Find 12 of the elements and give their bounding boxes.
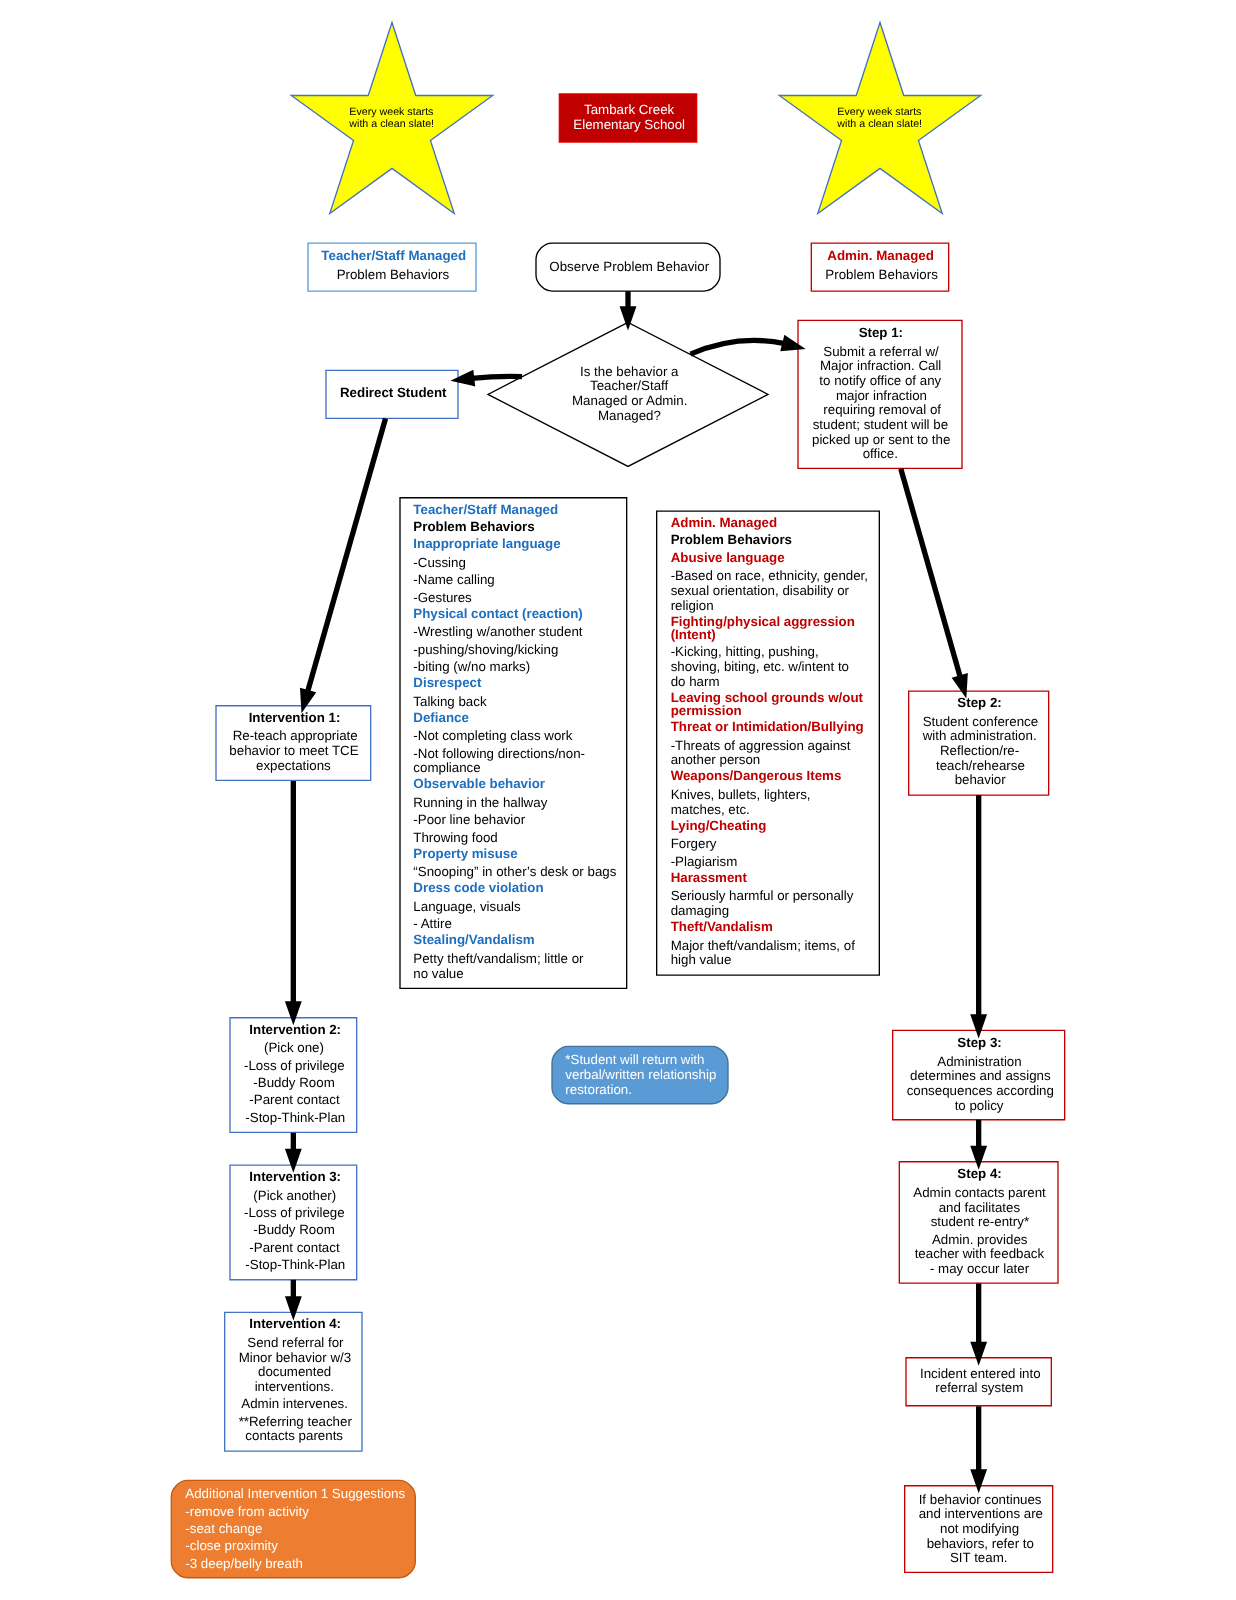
arrow	[284, 1132, 302, 1173]
arrow	[450, 369, 523, 387]
arrow	[970, 1119, 988, 1170]
arrow	[970, 795, 988, 1039]
arrow	[898, 467, 968, 699]
arrow	[619, 291, 637, 331]
arrow	[300, 417, 389, 714]
arrow	[689, 334, 806, 357]
arrow	[970, 1406, 988, 1494]
arrow	[970, 1283, 988, 1366]
arrow	[284, 780, 302, 1026]
arrow	[284, 1279, 302, 1321]
